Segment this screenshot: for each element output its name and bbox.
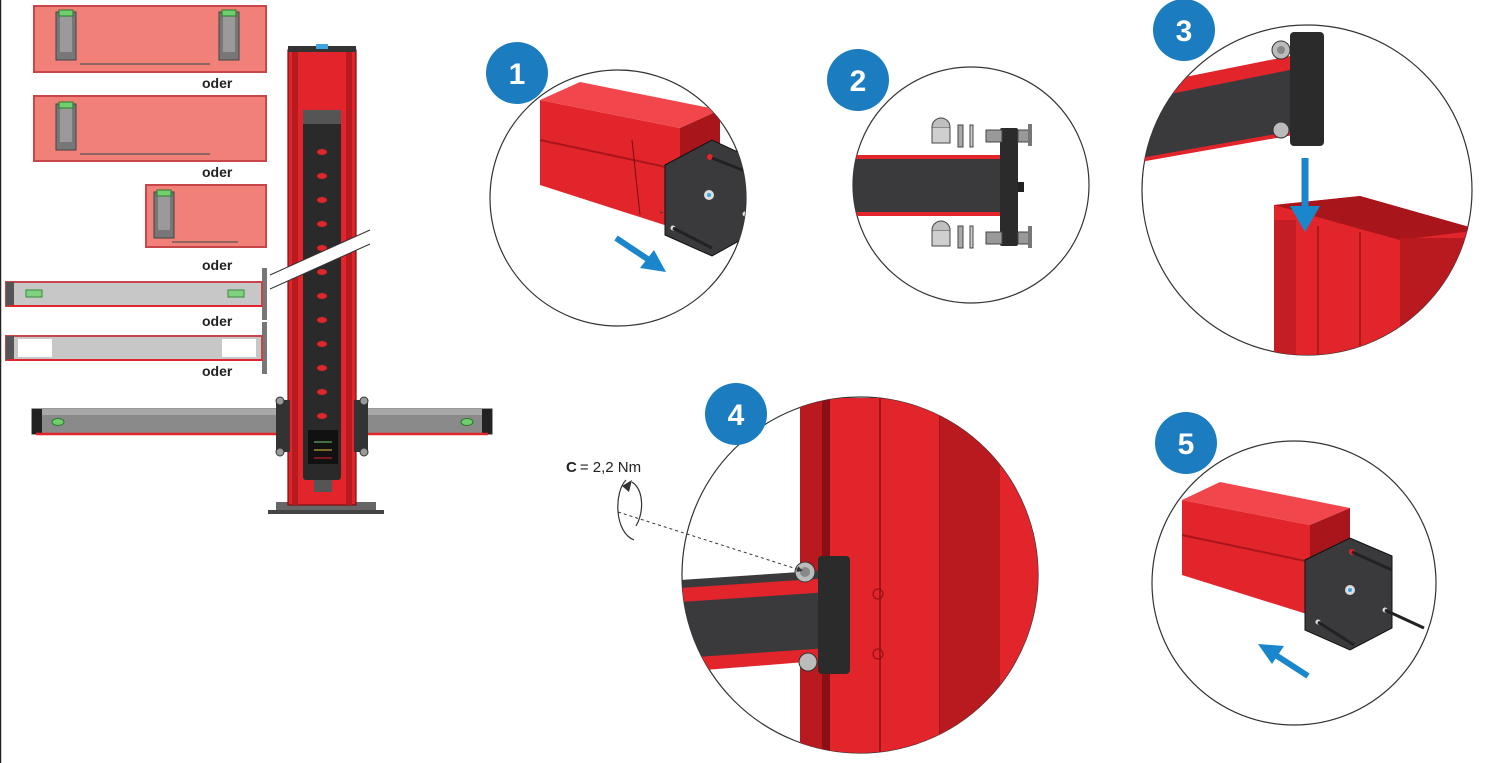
step-number-4: 4 bbox=[728, 399, 745, 432]
level-icon bbox=[55, 101, 77, 151]
oder-label-5: oder bbox=[202, 363, 233, 379]
oder-label-4: oder bbox=[202, 313, 233, 329]
step-number-1: 1 bbox=[509, 58, 526, 91]
bolt-icon bbox=[985, 124, 1032, 146]
torque-label: C= 2,2 Nm bbox=[566, 459, 641, 476]
bolt-icon bbox=[985, 226, 1032, 248]
bolt-icon bbox=[672, 156, 746, 250]
step-badge-4 bbox=[705, 383, 767, 445]
direction-arrow-icon bbox=[1290, 158, 1320, 232]
oder-label-2: oder bbox=[202, 164, 233, 180]
level-icon bbox=[153, 189, 175, 239]
variant-panel-b bbox=[33, 95, 267, 162]
bolt-icon bbox=[1317, 550, 1425, 647]
step-badge-2 bbox=[827, 49, 889, 111]
end-plate bbox=[1304, 537, 1393, 651]
step-badge-1 bbox=[486, 42, 548, 104]
level-icon bbox=[218, 9, 240, 61]
step-number-5: 5 bbox=[1178, 428, 1195, 461]
oder-label-1: oder bbox=[202, 75, 233, 91]
overview-panel: oder oder oder bbox=[5, 5, 493, 514]
torque-symbol: C bbox=[566, 459, 577, 476]
step-5-detail: 5 bbox=[1151, 412, 1437, 726]
nut-icon bbox=[931, 117, 951, 144]
horizontal-crossbar bbox=[31, 408, 493, 436]
torque-value: = 2,2 Nm bbox=[580, 459, 641, 476]
step-badge-3 bbox=[1153, 0, 1215, 61]
variant-panel-c bbox=[145, 184, 267, 248]
variant-panel-a bbox=[33, 5, 267, 73]
torque-leader-line bbox=[617, 511, 803, 572]
step-number-2: 2 bbox=[850, 65, 867, 98]
step-2-detail: 2 bbox=[827, 49, 1090, 304]
variant-bar-e bbox=[5, 322, 267, 374]
variant-bar-d bbox=[5, 268, 267, 320]
vertical-column bbox=[268, 44, 384, 514]
direction-arrow-icon bbox=[614, 235, 666, 272]
step-1-detail: 1 bbox=[486, 42, 747, 327]
level-icon bbox=[55, 9, 77, 61]
step-4-detail: C= 2,2 Nm 4 bbox=[566, 383, 1039, 754]
step-3-detail: 3 bbox=[1141, 0, 1473, 356]
end-plate bbox=[664, 139, 746, 257]
direction-arrow-icon bbox=[1258, 644, 1310, 679]
washer-icon bbox=[957, 124, 974, 148]
washer-icon bbox=[957, 225, 974, 249]
oder-label-3: oder bbox=[202, 257, 233, 273]
nut-icon bbox=[931, 220, 951, 247]
step-badge-5 bbox=[1155, 412, 1217, 474]
rotation-arrow-icon bbox=[617, 479, 643, 541]
step-number-3: 3 bbox=[1176, 15, 1193, 48]
